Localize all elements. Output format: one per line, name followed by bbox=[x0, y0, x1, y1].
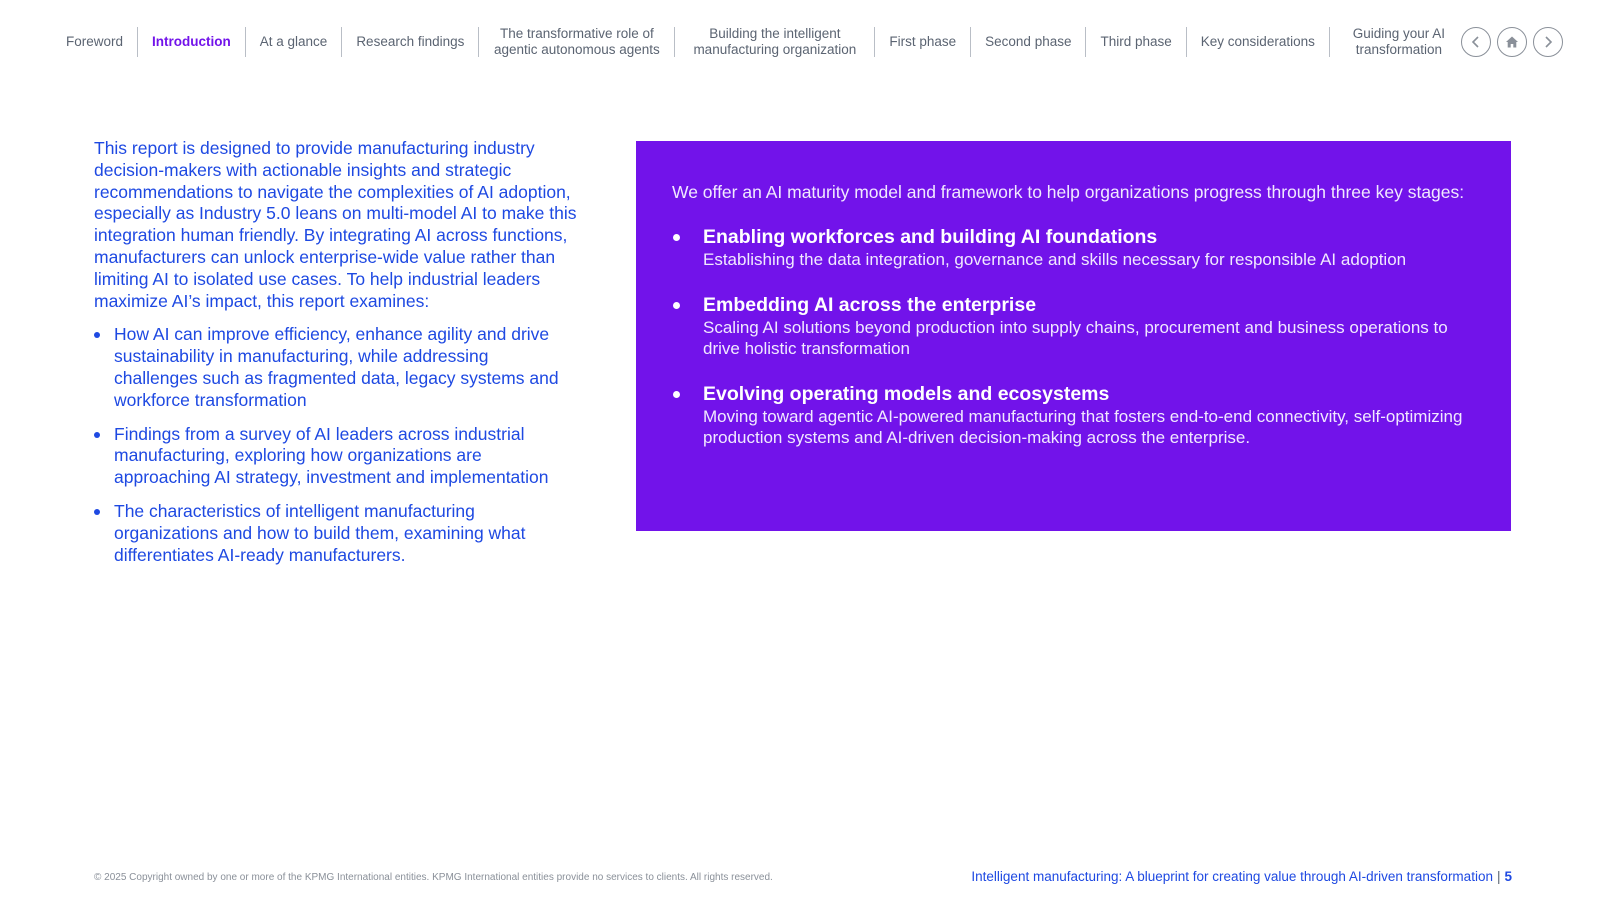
stage-title: Enabling workforces and building AI foun… bbox=[703, 226, 1158, 248]
maturity-model-panel: We offer an AI maturity model and framew… bbox=[636, 141, 1511, 531]
page-navigation-buttons bbox=[1461, 27, 1563, 57]
nav-foreword[interactable]: Foreword bbox=[52, 27, 139, 57]
nav-transformative-role[interactable]: The transformative role of agentic auton… bbox=[479, 26, 676, 57]
chevron-right-icon bbox=[1545, 36, 1553, 48]
stage-item: Embedding AI across the enterprise Scali… bbox=[672, 293, 1475, 360]
stage-description: Scaling AI solutions beyond production i… bbox=[703, 317, 1448, 359]
nav-second-phase[interactable]: Second phase bbox=[971, 27, 1087, 57]
bullet-icon bbox=[94, 431, 100, 438]
list-item-text: The characteristics of intelligent manuf… bbox=[114, 500, 526, 565]
panel-lead-text: We offer an AI maturity model and framew… bbox=[672, 182, 1465, 202]
bullet-icon bbox=[94, 332, 100, 339]
list-item: The characteristics of intelligent manuf… bbox=[94, 501, 584, 566]
bullet-icon bbox=[673, 390, 680, 398]
list-item-text: Findings from a survey of AI leaders acr… bbox=[114, 423, 549, 488]
nav-introduction[interactable]: Introduction bbox=[138, 27, 246, 57]
stage-title: Evolving operating models and ecosystems bbox=[703, 382, 1110, 405]
bullet-icon bbox=[94, 508, 100, 515]
examines-list: How AI can improve efficiency, enhance a… bbox=[94, 324, 584, 566]
top-navigation: Foreword Introduction At a glance Resear… bbox=[52, 24, 1468, 60]
stage-title: Embedding AI across the enterprise bbox=[703, 293, 1037, 316]
nav-research-findings[interactable]: Research findings bbox=[342, 27, 480, 57]
nav-third-phase[interactable]: Third phase bbox=[1086, 27, 1187, 57]
bullet-icon bbox=[673, 234, 680, 241]
footer-report-title: Intelligent manufacturing: A blueprint f… bbox=[971, 869, 1512, 884]
intro-column: This report is designed to provide manuf… bbox=[94, 138, 584, 578]
chevron-left-icon bbox=[1471, 36, 1479, 48]
list-item: Findings from a survey of AI leaders acr… bbox=[94, 424, 584, 489]
stage-item: Evolving operating models and ecosystems… bbox=[672, 382, 1475, 449]
stages-list: Enabling workforces and building AI foun… bbox=[672, 225, 1475, 449]
stage-description: Establishing the data integration, gover… bbox=[703, 250, 1407, 269]
report-title: Intelligent manufacturing: A blueprint f… bbox=[971, 869, 1493, 884]
page-number: 5 bbox=[1504, 869, 1512, 884]
nav-building-organization[interactable]: Building the intelligent manufacturing o… bbox=[675, 26, 876, 57]
home-button[interactable] bbox=[1497, 27, 1527, 57]
list-item: How AI can improve efficiency, enhance a… bbox=[94, 324, 584, 411]
copyright-notice: © 2025 Copyright owned by one or more of… bbox=[94, 872, 773, 883]
nav-key-considerations[interactable]: Key considerations bbox=[1187, 27, 1330, 57]
next-page-button[interactable] bbox=[1533, 27, 1563, 57]
stage-item: Enabling workforces and building AI foun… bbox=[672, 225, 1475, 271]
bullet-icon bbox=[673, 301, 680, 309]
intro-paragraph: This report is designed to provide manuf… bbox=[94, 138, 577, 311]
nav-first-phase[interactable]: First phase bbox=[875, 27, 972, 57]
nav-guiding-transformation[interactable]: Guiding your AI transformation bbox=[1352, 26, 1446, 57]
list-item-text: How AI can improve efficiency, enhance a… bbox=[114, 324, 559, 410]
home-icon bbox=[1506, 36, 1518, 48]
stage-description: Moving toward agentic AI-powered manufac… bbox=[703, 406, 1463, 448]
previous-page-button[interactable] bbox=[1461, 27, 1491, 57]
footer-separator: | bbox=[1496, 869, 1501, 884]
nav-at-a-glance[interactable]: At a glance bbox=[246, 27, 343, 57]
